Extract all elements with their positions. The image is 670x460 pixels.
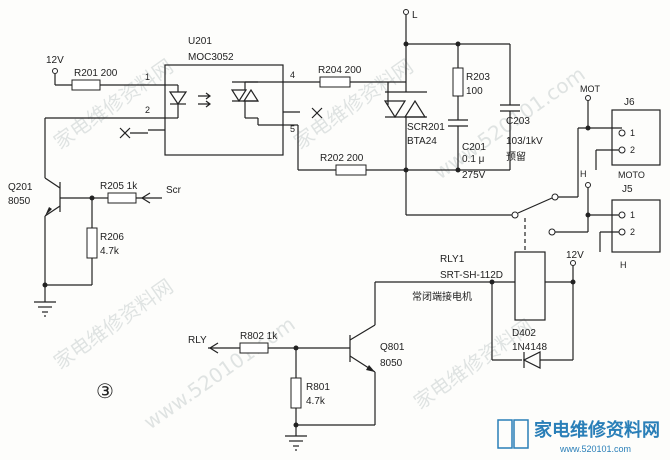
q801-label: Q801 bbox=[380, 342, 405, 353]
no-connect-icon bbox=[119, 127, 131, 139]
input-12v-net: 12V R201 200 1 bbox=[46, 55, 165, 91]
no-connect-icon bbox=[311, 107, 323, 119]
supply-12v-right-label: 12V bbox=[566, 250, 584, 261]
logo-url: www.520101.com bbox=[559, 444, 631, 454]
triac-scr201: L SCR201 BTA24 R203 100 C201 0.1 μ 275V bbox=[383, 9, 543, 215]
j5-label: J5 bbox=[622, 184, 633, 195]
c201-value: 0.1 μ bbox=[462, 154, 485, 165]
resistor-r203 bbox=[452, 67, 464, 97]
light-arrow-icon bbox=[198, 92, 211, 100]
pin4-label: 4 bbox=[290, 70, 295, 80]
resistor-r204 bbox=[319, 76, 351, 88]
input-arrow-icon bbox=[208, 342, 219, 354]
driver-q801: RLY R802 1k Q801 8050 R801 4.7k bbox=[188, 282, 405, 451]
r204-label: R204 200 bbox=[318, 65, 362, 76]
diode-icon bbox=[522, 351, 541, 369]
moto-label: MOTO bbox=[618, 170, 645, 180]
rly1-model: SRT-SH-112D bbox=[440, 270, 503, 281]
resistor-r205 bbox=[107, 192, 137, 204]
ground-icon bbox=[285, 435, 307, 451]
book-icon bbox=[497, 419, 529, 449]
r801-value: 4.7k bbox=[306, 396, 326, 407]
opto-output-net: 4 R204 200 5 R202 200 bbox=[283, 65, 406, 176]
watermark-text: 家电维修资料网 bbox=[49, 274, 177, 374]
d402-label: D402 bbox=[512, 328, 536, 339]
c203-note: 预留 bbox=[506, 150, 526, 163]
supply-12v-label: 12V bbox=[46, 55, 64, 66]
q201-label: Q201 bbox=[8, 182, 33, 193]
r201-label: R201 200 bbox=[74, 68, 118, 79]
j5-pin1: 1 bbox=[630, 210, 635, 220]
rly-input-label: RLY bbox=[188, 335, 207, 346]
j6-pin2: 2 bbox=[630, 145, 635, 155]
ground-icon bbox=[34, 301, 56, 317]
r203-value: 100 bbox=[466, 86, 483, 97]
input-arrow-icon bbox=[140, 192, 151, 204]
r206-value: 4.7k bbox=[100, 246, 120, 257]
resistor-r801 bbox=[290, 377, 302, 409]
pin2-net bbox=[44, 117, 165, 178]
r202-label: R202 200 bbox=[320, 153, 364, 164]
j5-pin2: 2 bbox=[630, 227, 635, 237]
c203-value: 103/1kV bbox=[506, 136, 543, 147]
resistor-r206 bbox=[86, 227, 98, 259]
led-icon bbox=[168, 91, 188, 106]
r203-label: R203 bbox=[466, 72, 490, 83]
pin2-label: 2 bbox=[145, 105, 150, 115]
h-label: H bbox=[580, 169, 587, 179]
bta24-label: BTA24 bbox=[407, 136, 437, 147]
optocoupler-u201: U201 MOC3052 2 bbox=[145, 36, 284, 156]
relay-rly1: RLY1 SRT-SH-112D 12V 常闭端接电机 D402 1N4148 bbox=[375, 218, 584, 369]
line-terminal bbox=[403, 9, 409, 15]
connector-j5 bbox=[611, 199, 661, 253]
j6-pin1: 1 bbox=[630, 128, 635, 138]
relay-contact bbox=[548, 228, 556, 236]
driver-q201: Q201 8050 R205 1k Scr R206 4.7k bbox=[8, 177, 182, 317]
relay-coil bbox=[514, 251, 546, 321]
resistor-r802 bbox=[239, 342, 269, 354]
r206-label: R206 bbox=[100, 232, 124, 243]
site-logo: 家电维修资料网 www.520101.com bbox=[497, 419, 660, 454]
moc3052-label: MOC3052 bbox=[188, 52, 234, 63]
light-arrow-icon bbox=[198, 100, 211, 108]
figure-number: ③ bbox=[96, 379, 114, 403]
c201-voltage: 275V bbox=[462, 170, 486, 181]
relay-contacts: MOT J6 1 2 H MOTO J5 1 2 H bbox=[406, 84, 661, 270]
relay-contact bbox=[551, 193, 559, 201]
c203-label: C203 bbox=[506, 116, 530, 127]
logo-title: 家电维修资料网 bbox=[534, 419, 660, 441]
nc-note: 常闭端接电机 bbox=[412, 290, 472, 303]
pin5-label: 5 bbox=[290, 124, 295, 134]
r205-label: R205 1k bbox=[100, 181, 138, 192]
connector-j6 bbox=[611, 109, 661, 166]
resistor-r202 bbox=[335, 164, 367, 176]
resistor-r201 bbox=[71, 79, 101, 91]
scr201-label: SCR201 bbox=[407, 122, 445, 133]
c201-label: C201 bbox=[462, 142, 486, 153]
rly1-label: RLY1 bbox=[440, 254, 465, 265]
scr-input-label: Scr bbox=[166, 185, 182, 196]
line-l-label: L bbox=[412, 10, 418, 21]
q201-model: 8050 bbox=[8, 196, 31, 207]
mot-label: MOT bbox=[580, 84, 600, 94]
pin1-label: 1 bbox=[145, 72, 150, 82]
q801-model: 8050 bbox=[380, 358, 403, 369]
supply-terminal bbox=[52, 68, 58, 74]
d402-model: 1N4148 bbox=[512, 342, 547, 353]
r801-label: R801 bbox=[306, 382, 330, 393]
h2-label: H bbox=[620, 260, 627, 270]
relay-common-contact bbox=[511, 211, 519, 219]
j6-label: J6 bbox=[624, 97, 635, 108]
r802-label: R802 1k bbox=[240, 331, 278, 342]
u201-label: U201 bbox=[188, 36, 212, 47]
